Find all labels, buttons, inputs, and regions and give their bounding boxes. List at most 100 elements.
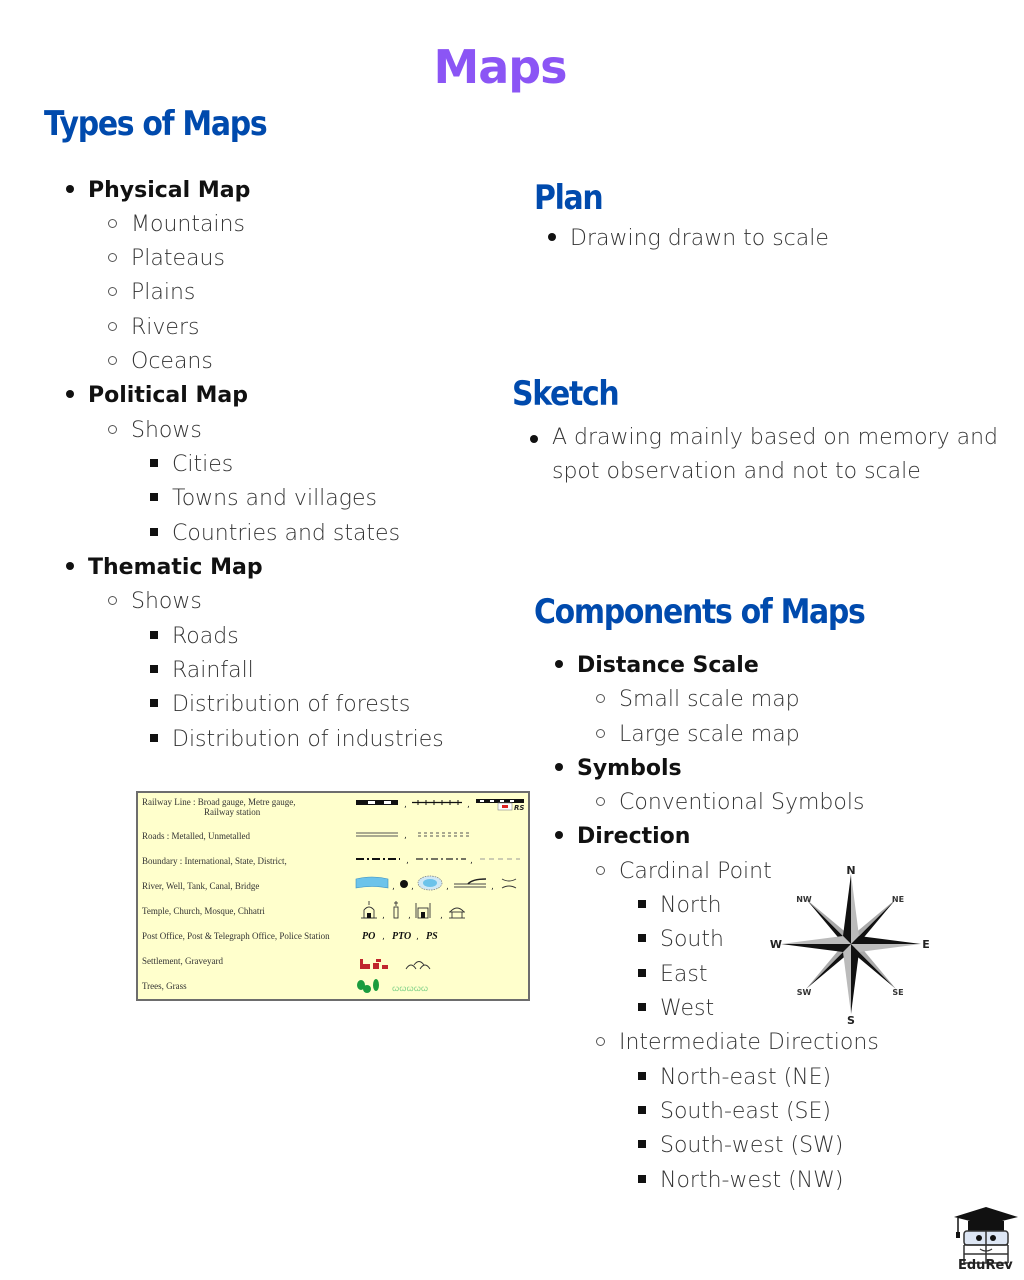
svg-text:,: , bbox=[440, 911, 443, 921]
list-item: Distribution of forests bbox=[150, 692, 410, 717]
svg-text:NW: NW bbox=[796, 895, 812, 904]
bullet-icon bbox=[66, 562, 74, 570]
svg-text:,: , bbox=[392, 882, 395, 892]
bullet-icon bbox=[150, 493, 158, 501]
bullet-icon bbox=[548, 233, 556, 241]
edurev-brand-name: EduRev bbox=[958, 1258, 1013, 1273]
list-item: West bbox=[638, 996, 714, 1021]
bullet-icon bbox=[596, 693, 605, 703]
svg-text:PTO: PTO bbox=[392, 931, 411, 942]
svg-text:,: , bbox=[446, 882, 449, 892]
compass-rose-icon: N S E W NE NW SE SW bbox=[770, 864, 930, 1026]
bullet-icon bbox=[66, 390, 74, 398]
list-item: South-east (SE) bbox=[638, 1099, 831, 1124]
bullet-icon bbox=[555, 660, 563, 668]
bullet-icon bbox=[596, 1036, 605, 1046]
svg-text:,: , bbox=[406, 856, 409, 866]
legend-label-post: Post Office, Post & Telegraph Office, Po… bbox=[142, 931, 330, 941]
list-item-physical-map: Physical Map bbox=[66, 178, 250, 203]
types-of-maps-heading: Types of Maps bbox=[44, 104, 268, 144]
svg-text:,: , bbox=[416, 932, 419, 942]
list-item: Rivers bbox=[108, 315, 199, 340]
svg-text:SE: SE bbox=[892, 988, 903, 997]
svg-text:PS: PS bbox=[426, 931, 438, 942]
list-item: Drawing drawn to scale bbox=[548, 226, 829, 251]
list-item: Shows bbox=[108, 589, 202, 614]
list-item: South-west (SW) bbox=[638, 1133, 843, 1158]
list-item-symbols: Symbols bbox=[555, 756, 682, 781]
list-item-thematic-map: Thematic Map bbox=[66, 555, 263, 580]
legend-label-railway-station: Railway station bbox=[204, 807, 261, 817]
list-item-political-map: Political Map bbox=[66, 383, 248, 408]
svg-text:,: , bbox=[404, 800, 407, 810]
list-item: Mountains bbox=[108, 212, 245, 237]
legend-label-religious: Temple, Church, Mosque, Chhatri bbox=[142, 906, 265, 916]
bullet-icon bbox=[150, 699, 158, 707]
bullet-icon bbox=[555, 831, 563, 839]
svg-text:W: W bbox=[770, 938, 782, 951]
bullet-icon bbox=[150, 528, 158, 536]
bullet-icon bbox=[108, 218, 117, 228]
list-item: Distribution of industries bbox=[150, 727, 444, 752]
legend-symbols-icon: , , RS , , , , , , , ,,, bbox=[355, 799, 524, 993]
list-item: Cardinal Point bbox=[596, 859, 772, 884]
svg-text:ꞷꞷꞷꞷꞷ: ꞷꞷꞷꞷꞷ bbox=[392, 984, 428, 993]
list-item: Plateaus bbox=[108, 246, 225, 271]
bullet-icon bbox=[108, 252, 117, 262]
svg-text:,: , bbox=[382, 911, 385, 921]
svg-text:N: N bbox=[846, 864, 855, 877]
list-item: South bbox=[638, 927, 724, 952]
list-item: Towns and villages bbox=[150, 486, 377, 511]
bullet-icon bbox=[638, 1175, 646, 1183]
svg-text:,: , bbox=[404, 831, 407, 841]
bullet-icon bbox=[150, 631, 158, 639]
bullet-icon bbox=[638, 969, 646, 977]
list-item-distance-scale: Distance Scale bbox=[555, 653, 759, 678]
bullet-icon bbox=[108, 355, 117, 365]
bullet-icon bbox=[555, 763, 563, 771]
legend-label-vegetation: Trees, Grass bbox=[142, 981, 187, 991]
svg-text:,: , bbox=[408, 911, 411, 921]
list-item: Countries and states bbox=[150, 521, 400, 546]
list-item: North-east (NE) bbox=[638, 1065, 831, 1090]
bullet-icon bbox=[638, 934, 646, 942]
svg-text:NE: NE bbox=[892, 895, 904, 904]
list-item: Roads bbox=[150, 624, 239, 649]
legend-label-railway: Railway Line : Broad gauge, Metre gauge, bbox=[142, 797, 296, 807]
bullet-icon bbox=[108, 424, 117, 434]
svg-text:,: , bbox=[491, 882, 494, 892]
legend-label-roads: Roads : Metalled, Unmetalled bbox=[142, 831, 250, 841]
bullet-icon bbox=[596, 728, 605, 738]
list-item: Conventional Symbols bbox=[596, 790, 864, 815]
svg-text:,: , bbox=[470, 856, 473, 866]
svg-text:PO: PO bbox=[362, 931, 375, 942]
legend-label-settlement: Settlement, Graveyard bbox=[142, 956, 223, 966]
svg-text:,: , bbox=[382, 932, 385, 942]
list-item: Rainfall bbox=[150, 658, 254, 683]
bullet-icon bbox=[638, 1072, 646, 1080]
components-heading: Components of Maps bbox=[534, 592, 866, 632]
sketch-heading: Sketch bbox=[512, 374, 620, 414]
svg-text:,: , bbox=[467, 800, 470, 810]
svg-text:,: , bbox=[411, 882, 414, 892]
list-item: Shows bbox=[108, 418, 202, 443]
svg-text:S: S bbox=[847, 1014, 855, 1026]
bullet-icon bbox=[638, 1140, 646, 1148]
svg-text:E: E bbox=[922, 938, 930, 951]
list-item: East bbox=[638, 962, 707, 987]
bullet-icon bbox=[638, 1003, 646, 1011]
bullet-icon bbox=[66, 185, 74, 193]
svg-text:RS: RS bbox=[514, 804, 524, 812]
bullet-icon bbox=[150, 665, 158, 673]
plan-heading: Plan bbox=[534, 178, 604, 218]
list-item: Large scale map bbox=[596, 722, 800, 747]
list-item: Small scale map bbox=[596, 687, 800, 712]
svg-text:SW: SW bbox=[797, 988, 812, 997]
list-item: Intermediate Directions bbox=[596, 1030, 879, 1055]
bullet-icon bbox=[108, 286, 117, 296]
bullet-icon bbox=[150, 734, 158, 742]
conventional-symbols-legend: Railway Line : Broad gauge, Metre gauge,… bbox=[136, 791, 530, 1001]
list-item: Plains bbox=[108, 280, 195, 305]
bullet-icon bbox=[530, 435, 538, 443]
legend-label-water: River, Well, Tank, Canal, Bridge bbox=[142, 881, 260, 891]
